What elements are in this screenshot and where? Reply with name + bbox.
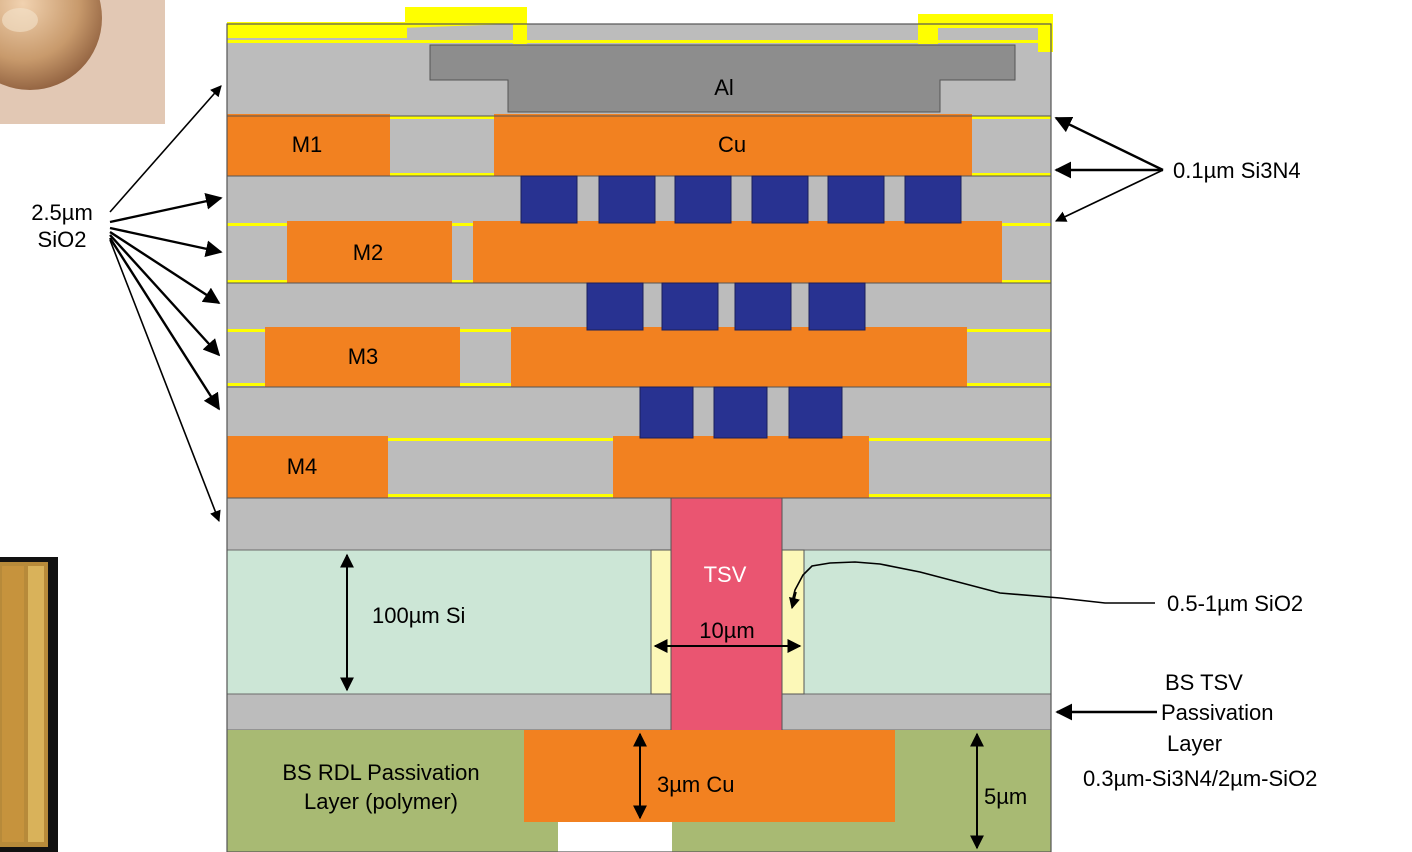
passivation-thickness-label: 5µm	[984, 784, 1027, 809]
via-plug	[639, 386, 694, 439]
m3-wide	[511, 327, 967, 387]
via-plug	[734, 282, 792, 331]
rdl-copper	[524, 730, 895, 822]
via-plug	[904, 175, 962, 224]
si3n4-label: 0.1µm Si3N4	[1173, 158, 1301, 183]
liner-label: 0.5-1µm SiO2	[1167, 591, 1303, 616]
tsv-label: TSV	[704, 562, 747, 587]
al-label: Al	[714, 75, 734, 100]
bs-tsv-label-1: BS TSV	[1165, 670, 1243, 695]
liner-callout-line	[791, 561, 1155, 604]
via-plug	[598, 175, 656, 224]
m4-landing	[613, 436, 869, 498]
dimension-arrows	[340, 553, 984, 850]
polymer-opening	[558, 822, 672, 852]
bs-tsv-label-3: Layer	[1167, 731, 1222, 756]
sio2-thickness-label: 2.5µm	[31, 200, 93, 225]
via-plug	[586, 282, 644, 331]
rdl-passivation-label-2: Layer (polymer)	[304, 789, 458, 814]
layer-stack	[226, 7, 1053, 852]
m2-label: M2	[353, 240, 384, 265]
m2-metal	[287, 221, 452, 283]
via-plug	[751, 175, 809, 224]
via-array	[520, 175, 962, 439]
via3-oxide	[227, 387, 1051, 438]
top-nitride-line	[227, 40, 1051, 43]
tsv-liner-right	[781, 549, 805, 695]
m1-metal	[227, 114, 390, 176]
m1-cu	[494, 114, 972, 176]
tsv-via	[670, 497, 783, 733]
bs-tsv-passivation	[226, 693, 1052, 731]
tsv-width-label: 10µm	[699, 618, 754, 643]
sio2-material-label: SiO2	[38, 227, 87, 252]
via-plug	[674, 175, 732, 224]
in-structure-labels: Al Cu M1 M2 M3 M4 TSV 10µm 100µm Si 3µm …	[282, 75, 1027, 814]
si-thickness-label: 100µm Si	[372, 603, 465, 628]
tsv-liner-left	[650, 549, 672, 695]
bottom-oxide	[227, 498, 1051, 550]
rdl-passivation-label-1: BS RDL Passivation	[282, 760, 479, 785]
silicon-substrate	[226, 549, 1052, 695]
m3-metal	[265, 327, 460, 387]
bs-tsv-label-2: Passivation	[1161, 700, 1274, 725]
m2-wide	[473, 221, 1002, 283]
bs-tsv-label-4: 0.3µm-Si3N4/2µm-SiO2	[1083, 766, 1317, 791]
via-plug	[661, 282, 719, 331]
via-plug	[520, 175, 578, 224]
chip-photo	[0, 557, 58, 852]
coin-photo	[0, 0, 165, 124]
m1-label: M1	[292, 132, 323, 157]
callout-lines	[108, 85, 1164, 721]
rdl-cu-label: 3µm Cu	[657, 772, 734, 797]
via-plug	[827, 175, 885, 224]
callout-labels: 2.5µm SiO2 0.1µm Si3N4 0.5-1µm SiO2 BS T…	[31, 158, 1317, 791]
cu-label: Cu	[718, 132, 746, 157]
via-plug	[788, 386, 843, 439]
m4-metal	[227, 436, 388, 498]
via-plug	[808, 282, 866, 331]
aluminum-pad	[429, 44, 1016, 113]
via-plug	[713, 386, 768, 439]
m3-label: M3	[348, 344, 379, 369]
m4-label: M4	[287, 454, 318, 479]
